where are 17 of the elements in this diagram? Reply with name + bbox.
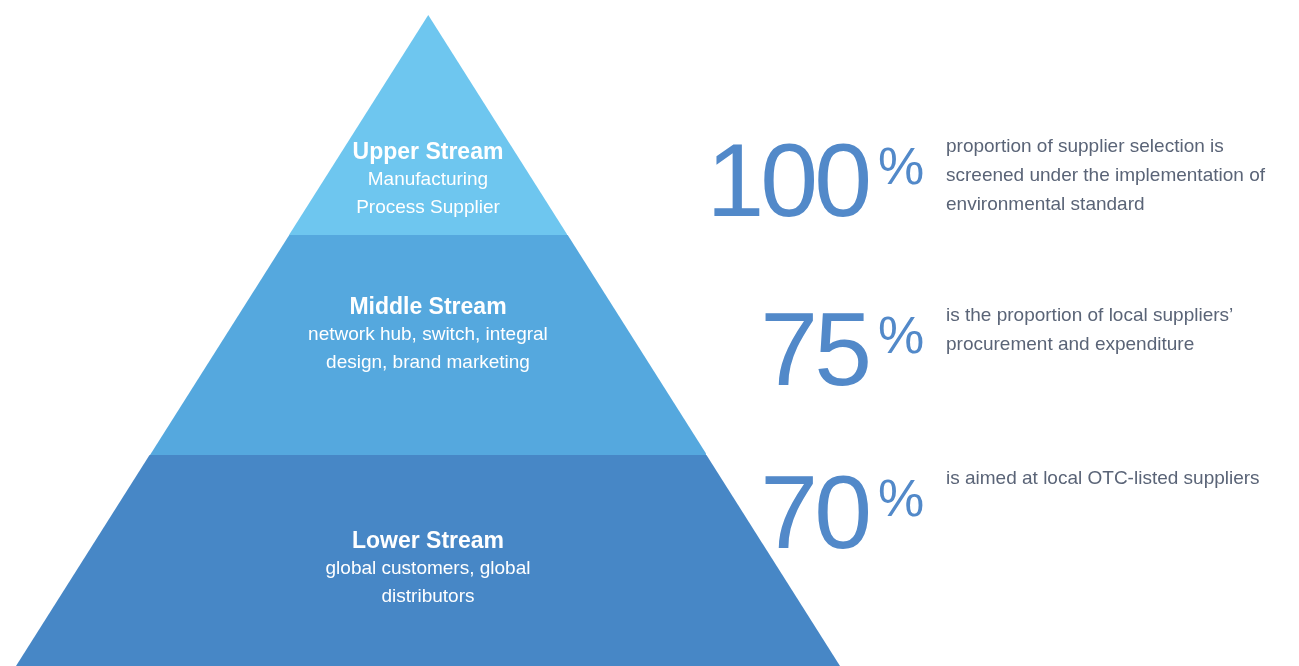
percentage-value: 75 [760,297,868,401]
percent-sign: % [878,472,925,524]
pyramid-tier [149,235,707,455]
pyramid-tier [288,15,568,235]
percent-sign: % [878,309,925,361]
tier-description: global customers, global distributors [324,556,532,608]
tier-description: Manufacturing Process Supplier [355,167,501,219]
tier-heading: Lower Stream [351,527,505,554]
tier-heading: Upper Stream [352,138,504,165]
tier-description: network hub, switch, integral design, brand marketing [308,322,548,374]
tier-heading: Middle Stream [349,293,507,320]
statistic-description: is aimed at local OTC-listed suppliers [946,466,1261,490]
percentage-value: 70 [760,460,868,564]
statistic-description: is the proportion of local suppliers’ procurement and expenditure [946,303,1234,356]
percent-sign: % [878,140,925,192]
statistic-description: proportion of supplier selection is screened under the implementation of environmental standard [946,134,1266,216]
percentage-value: 100 [706,128,868,232]
